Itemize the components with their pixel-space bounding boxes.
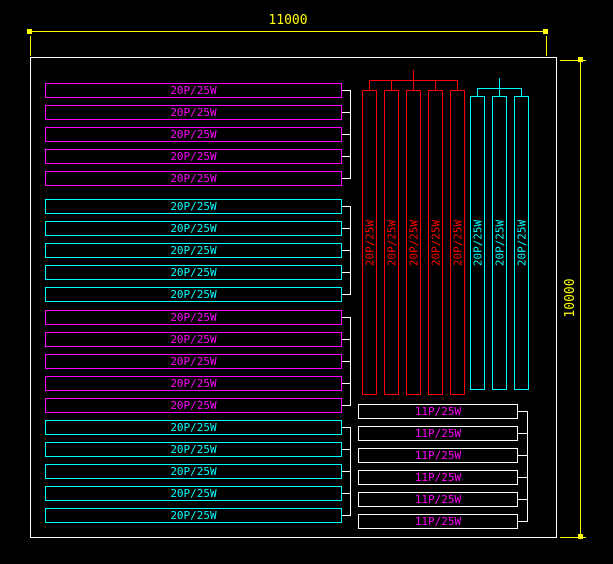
rack-bar: 20P/25W	[45, 310, 342, 325]
floor-plan-outline	[30, 57, 557, 538]
bottom-rack-stub	[518, 455, 527, 456]
riser-bar: 20P/25W	[384, 90, 399, 395]
rack-connector-stub	[342, 493, 350, 494]
bottom-rack-stub	[518, 477, 527, 478]
rack-connector-stub	[342, 178, 350, 179]
rack-connector-stub	[342, 383, 350, 384]
riser-bar: 20P/25W	[450, 90, 465, 395]
riser-bar-label: 20P/25W	[515, 219, 528, 267]
bottom-rack-bar: 11P/25W	[358, 514, 518, 529]
rack-bar: 20P/25W	[45, 464, 342, 479]
rack-bar: 20P/25W	[45, 243, 342, 258]
rack-connector-stub	[342, 361, 350, 362]
riser-connector-stub	[477, 88, 478, 96]
rack-bar: 20P/25W	[45, 221, 342, 236]
rack-group-connector-line	[350, 206, 351, 295]
rack-bar: 20P/25W	[45, 398, 342, 413]
riser-feed-line	[499, 78, 500, 88]
riser-bar: 20P/25W	[406, 90, 421, 395]
bottom-rack-connector-line	[527, 411, 528, 522]
rack-connector-stub	[342, 156, 350, 157]
riser-bar: 20P/25W	[470, 96, 485, 390]
rack-bar: 20P/25W	[45, 287, 342, 302]
rack-bar: 20P/25W	[45, 376, 342, 391]
rack-connector-stub	[342, 405, 350, 406]
rack-group-connector-line	[350, 317, 351, 406]
riser-bar-label: 20P/25W	[471, 219, 484, 267]
dimension-line-top	[30, 31, 547, 32]
rack-bar: 20P/25W	[45, 265, 342, 280]
riser-bar: 20P/25W	[362, 90, 377, 395]
riser-connector-stub	[369, 80, 370, 90]
riser-bar-label: 20P/25W	[429, 219, 442, 266]
dimension-extension-right-bottom	[560, 537, 586, 538]
riser-bus-line	[369, 80, 458, 81]
riser-connector-stub	[457, 80, 458, 90]
riser-connector-stub	[499, 88, 500, 96]
rack-group-connector-line	[350, 427, 351, 516]
bottom-rack-stub	[518, 521, 527, 522]
rack-connector-stub	[342, 449, 350, 450]
dimension-grip[interactable]	[543, 29, 548, 34]
dimension-line-right	[580, 60, 581, 538]
bottom-rack-bar: 11P/25W	[358, 448, 518, 463]
riser-bar: 20P/25W	[514, 96, 529, 390]
riser-connector-stub	[521, 88, 522, 96]
rack-connector-stub	[342, 294, 350, 295]
rack-connector-stub	[342, 206, 350, 207]
rack-connector-stub	[342, 250, 350, 251]
rack-bar: 20P/25W	[45, 127, 342, 142]
bottom-rack-bar: 11P/25W	[358, 492, 518, 507]
dimension-grip[interactable]	[27, 29, 32, 34]
rack-bar: 20P/25W	[45, 332, 342, 347]
rack-connector-stub	[342, 134, 350, 135]
rack-bar: 20P/25W	[45, 420, 342, 435]
rack-bar: 20P/25W	[45, 149, 342, 164]
dimension-extension-right-top	[560, 60, 586, 61]
riser-connector-stub	[435, 80, 436, 90]
riser-bar-label: 20P/25W	[385, 219, 398, 266]
riser-feed-line	[413, 70, 414, 80]
riser-bar-label: 20P/25W	[363, 219, 376, 266]
rack-bar: 20P/25W	[45, 105, 342, 120]
rack-bar: 20P/25W	[45, 442, 342, 457]
bottom-rack-bar: 11P/25W	[358, 470, 518, 485]
dimension-extension-top-right	[546, 36, 547, 56]
riser-bar-label: 20P/25W	[407, 219, 420, 266]
rack-connector-stub	[342, 427, 350, 428]
riser-bus-line	[477, 88, 522, 89]
rack-connector-stub	[342, 272, 350, 273]
rack-connector-stub	[342, 471, 350, 472]
riser-connector-stub	[413, 80, 414, 90]
riser-bar-label: 20P/25W	[451, 219, 464, 266]
dimension-width-label: 11000	[268, 13, 308, 28]
bottom-rack-stub	[518, 411, 527, 412]
rack-connector-stub	[342, 90, 350, 91]
dimension-grip[interactable]	[578, 57, 583, 62]
rack-bar: 20P/25W	[45, 171, 342, 186]
riser-connector-stub	[391, 80, 392, 90]
bottom-rack-stub	[518, 433, 527, 434]
rack-connector-stub	[342, 112, 350, 113]
rack-bar: 20P/25W	[45, 199, 342, 214]
rack-connector-stub	[342, 317, 350, 318]
bottom-rack-bar: 11P/25W	[358, 404, 518, 419]
dimension-height-label: 10000	[563, 278, 578, 318]
dimension-extension-top-left	[30, 36, 31, 56]
rack-connector-stub	[342, 228, 350, 229]
rack-bar: 20P/25W	[45, 83, 342, 98]
dimension-grip[interactable]	[578, 534, 583, 539]
riser-bar: 20P/25W	[428, 90, 443, 395]
rack-group-connector-line	[350, 90, 351, 179]
rack-bar: 20P/25W	[45, 354, 342, 369]
rack-bar: 20P/25W	[45, 486, 342, 501]
rack-connector-stub	[342, 339, 350, 340]
bottom-rack-bar: 11P/25W	[358, 426, 518, 441]
rack-connector-stub	[342, 515, 350, 516]
rack-bar: 20P/25W	[45, 508, 342, 523]
riser-bar-label: 20P/25W	[493, 219, 506, 267]
riser-bar: 20P/25W	[492, 96, 507, 390]
bottom-rack-stub	[518, 499, 527, 500]
